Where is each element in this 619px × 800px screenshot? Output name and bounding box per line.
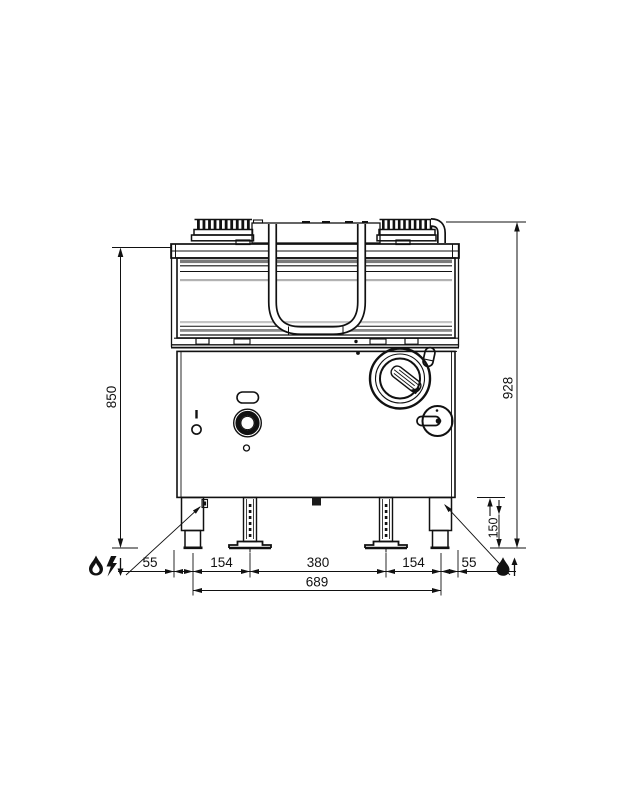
gas-pipe-elbow <box>430 218 446 243</box>
water-drop-icon <box>496 557 518 576</box>
burner-fins-right <box>376 218 437 242</box>
indicator-lamp <box>236 391 260 404</box>
dim-overall-width: 689 <box>193 575 441 593</box>
dim-55-right-label: 55 <box>461 555 476 570</box>
panel-screw <box>356 351 360 355</box>
dim-leg-height: 150 <box>477 497 505 548</box>
dim-850-label: 850 <box>104 386 119 409</box>
dim-154-left-label: 154 <box>210 555 233 570</box>
leg-outer-left <box>180 496 209 550</box>
bottom-center-tab <box>312 497 321 506</box>
dim-928-label: 928 <box>501 377 516 400</box>
top-center-plate <box>251 219 381 244</box>
handwheel-knob <box>422 346 436 368</box>
dim-380-label: 380 <box>307 555 330 570</box>
handwheel-crank <box>390 365 422 395</box>
drain-valve-lever <box>416 405 454 437</box>
tilt-handle <box>267 224 367 336</box>
dim-55-left-label: 55 <box>142 555 157 570</box>
leg-outer-right <box>428 496 453 550</box>
pilot-hole <box>242 444 251 452</box>
dim-bottom-chain: 55 154 380 154 55 <box>118 550 516 596</box>
dim-height-overall: 928 <box>446 221 526 549</box>
electric-bolt-icon <box>106 556 124 577</box>
leg-inner-left <box>228 496 272 553</box>
leader-gas-electric <box>125 506 201 576</box>
dim-height-worktop: 850 <box>104 247 172 549</box>
control-knob <box>232 408 262 452</box>
burner-fins-left <box>190 218 255 242</box>
dim-154-right-label: 154 <box>402 555 425 570</box>
leader-water <box>444 504 511 576</box>
leg-inner-right <box>364 496 408 553</box>
dim-150-label: 150 <box>487 518 501 539</box>
ignition-button <box>191 410 202 435</box>
gas-inlet-tab <box>201 498 209 509</box>
dim-689-label: 689 <box>306 575 329 590</box>
gas-flame-icon <box>89 555 103 576</box>
tilt-handwheel <box>368 346 436 410</box>
